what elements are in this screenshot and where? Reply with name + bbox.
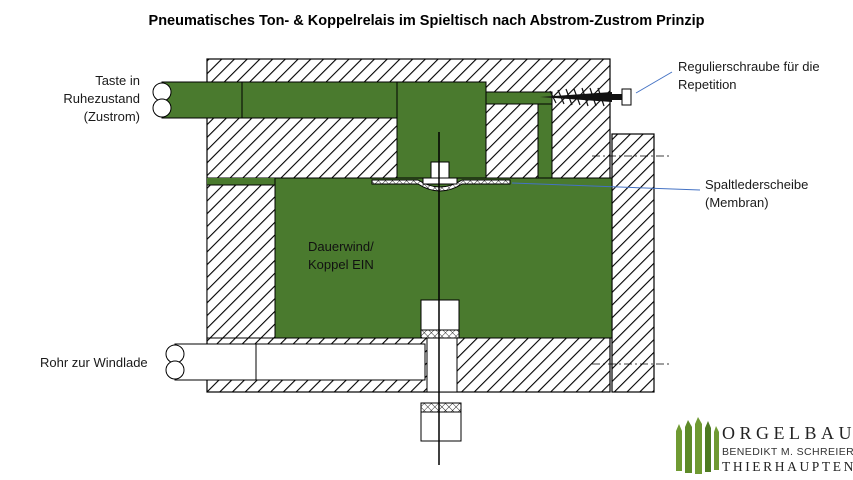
- leader-membrane: [511, 182, 701, 191]
- screw-channel: [485, 91, 553, 105]
- membrane: [371, 179, 511, 192]
- label-rohr: Rohr zur Windlade: [40, 355, 148, 370]
- label-taste-1: Taste in: [95, 73, 140, 88]
- label-schraube-2: Repetition: [678, 77, 737, 92]
- taste-pipe-end: [152, 82, 172, 102]
- vertical-channel: [537, 103, 553, 181]
- label-schraube: Regulierschraube für die Repetition: [678, 58, 820, 94]
- label-schraube-1: Regulierschraube für die: [678, 59, 820, 74]
- label-dauerwind-1: Dauerwind/: [308, 239, 374, 254]
- logo-owner: BENEDIKT M. SCHREIER: [722, 446, 853, 458]
- label-spalt-2: (Membran): [705, 195, 769, 210]
- logo-name: ORGELBAU: [722, 423, 853, 443]
- organ-pipes-logo: [676, 417, 719, 474]
- diagram-title: Pneumatisches Ton- & Koppelrelais im Spi…: [148, 13, 705, 29]
- label-taste: Taste in Ruhezustand (Zustrom): [55, 72, 140, 126]
- label-taste-2: Ruhezustand: [63, 91, 140, 106]
- label-spalt-1: Spaltlederscheibe: [705, 177, 809, 192]
- adjusting-screw: [540, 87, 632, 107]
- windlade-pipe-end: [165, 344, 185, 364]
- leader-screw: [635, 71, 673, 94]
- right-wall: [611, 133, 655, 393]
- label-spalt: Spaltlederscheibe (Membran): [705, 176, 808, 212]
- label-dauerwind: Dauerwind/ Koppel EIN: [308, 238, 374, 274]
- lower-left-block: [206, 184, 276, 339]
- logo-city: THIERHAUPTEN: [722, 459, 853, 474]
- lower-valve-guide: [420, 299, 460, 331]
- label-dauerwind-2: Koppel EIN: [308, 257, 374, 272]
- windlade-pipe: [174, 343, 426, 381]
- label-taste-3: (Zustrom): [83, 109, 140, 124]
- membrane-nut: [430, 161, 450, 179]
